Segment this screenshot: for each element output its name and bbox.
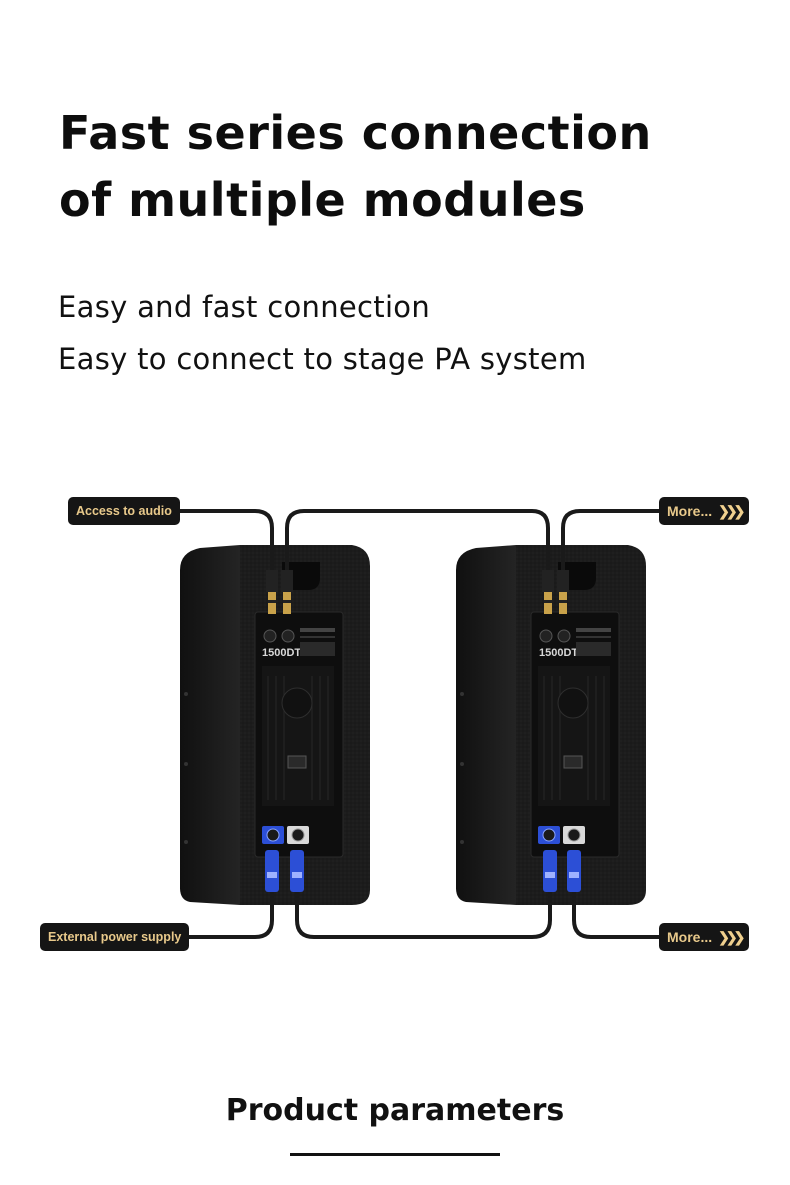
- title-line-1: Fast series connection: [59, 106, 652, 160]
- more-audio-label: More...: [667, 503, 713, 519]
- section-title: Product parameters: [225, 1093, 565, 1128]
- more-power-label: More...: [667, 929, 713, 945]
- audio-cables: [172, 509, 661, 587]
- audio-input-label: Access to audio: [68, 497, 180, 525]
- more-audio-link[interactable]: More... ❯❯❯: [659, 497, 749, 525]
- more-power-link[interactable]: More... ❯❯❯: [659, 923, 749, 951]
- chevron-right-icon: ❯❯❯: [718, 929, 745, 945]
- model-label-right: 1500DT: [539, 647, 578, 659]
- connection-diagram: 1500DT 1500DT: [172, 509, 661, 939]
- page-title: Fast series connection of multiple modul…: [59, 100, 759, 234]
- speaker-cabinet-right: 1500DT: [456, 545, 646, 905]
- feature-line-2: Easy to connect to stage PA system: [58, 342, 587, 376]
- title-line-2: of multiple modules: [59, 173, 586, 227]
- feature-line-1: Easy and fast connection: [58, 290, 431, 324]
- chevron-right-icon: ❯❯❯: [718, 503, 745, 519]
- power-connectors: [265, 850, 581, 892]
- section-underline: [290, 1153, 500, 1156]
- power-cables: [172, 888, 661, 939]
- speaker-cabinet-left: 1500DT: [180, 545, 370, 905]
- model-label-left: 1500DT: [262, 647, 301, 659]
- audio-connectors: [266, 570, 569, 614]
- power-supply-label: External power supply: [40, 923, 190, 951]
